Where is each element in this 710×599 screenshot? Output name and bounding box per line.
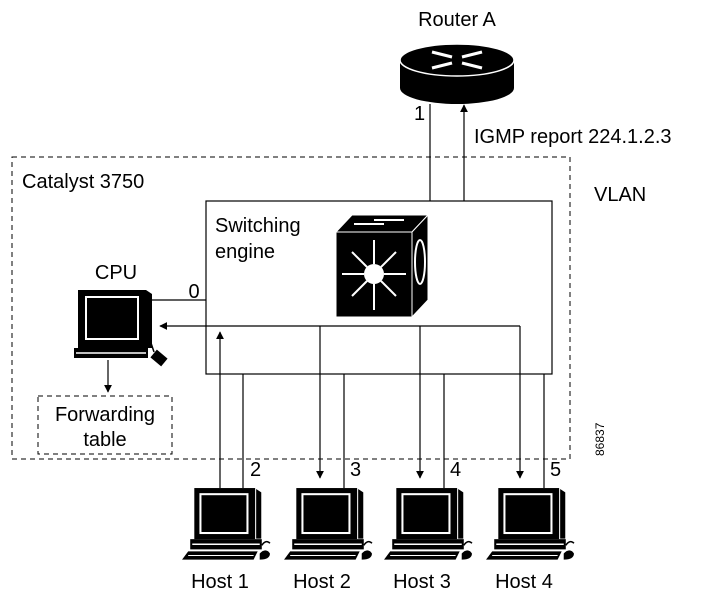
host4-port-label: 5	[550, 459, 561, 481]
host2-port-label: 3	[350, 459, 361, 481]
cpu-computer-icon	[74, 290, 168, 367]
host2-label: Host 2	[293, 571, 351, 593]
forwarding-label-line2: table	[83, 429, 126, 451]
vlan-label: VLAN	[594, 184, 646, 206]
cpu-port-label: 0	[188, 281, 199, 303]
host2-computer-icon	[283, 487, 373, 561]
host4-computer-icon	[485, 487, 575, 561]
host1-label: Host 1	[191, 571, 249, 593]
igmp-report-label: IGMP report 224.1.2.3	[474, 126, 672, 148]
catalyst-label: Catalyst 3750	[22, 171, 144, 193]
router-port-label: 1	[414, 103, 425, 125]
host4-label: Host 4	[495, 571, 553, 593]
figure-id: 86837	[593, 422, 607, 456]
router-icon	[399, 43, 515, 104]
engine-label-line1: Switching	[215, 215, 301, 237]
host3-port-label: 4	[450, 459, 461, 481]
router-label: Router A	[418, 9, 496, 31]
host1-port-label: 2	[250, 459, 261, 481]
host1-computer-icon	[181, 487, 271, 561]
switch-icon	[334, 213, 430, 319]
cpu-label: CPU	[95, 262, 137, 284]
host3-computer-icon	[383, 487, 473, 561]
forwarding-label-line1: Forwarding	[55, 404, 155, 426]
forwarding-table-box	[37, 395, 173, 455]
engine-label-line2: engine	[215, 241, 275, 263]
host3-label: Host 3	[393, 571, 451, 593]
catalyst-boundary	[11, 156, 571, 460]
